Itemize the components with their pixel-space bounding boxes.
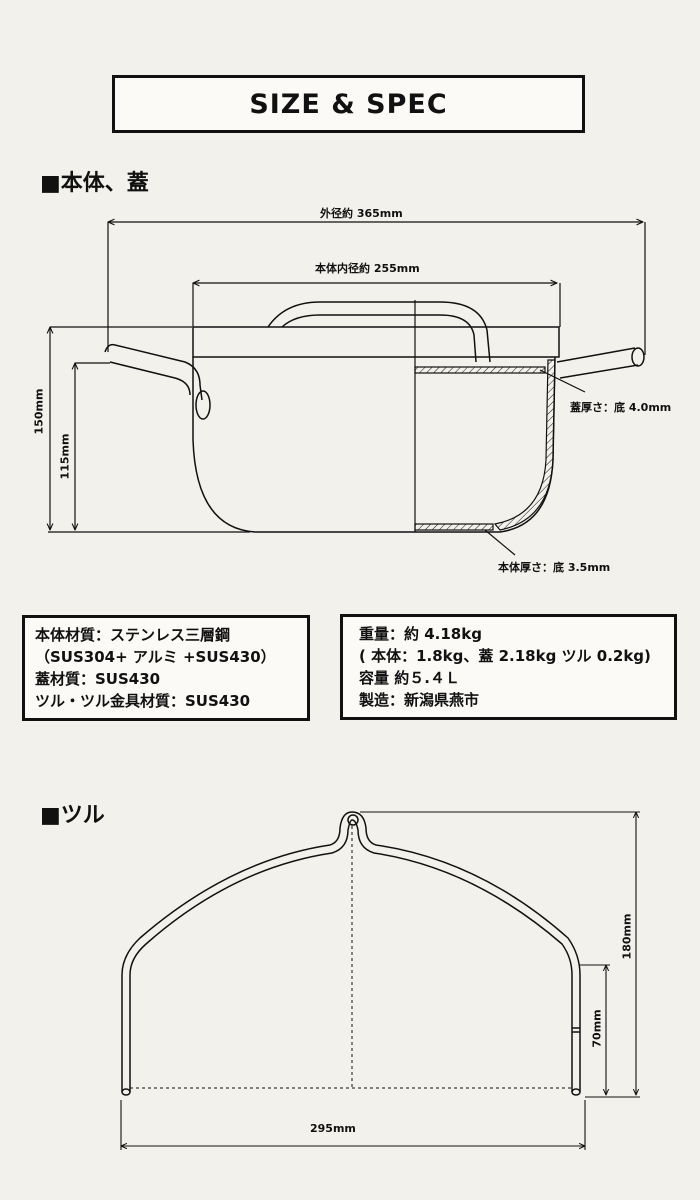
pot-diagram (48, 222, 646, 556)
body-thickness-label: 本体厚さ：底 3.5mm (498, 561, 611, 574)
outer-diameter-label: 外径約 365mm (320, 207, 403, 220)
spec-line: ( 本体：1.8kg、蓋 2.18kg ツル 0.2kg) (359, 647, 651, 665)
page-title: SIZE & SPEC (249, 88, 448, 120)
weight-spec-box: 重量：約 4.18kg ( 本体：1.8kg、蓋 2.18kg ツル 0.2kg… (340, 614, 677, 720)
spec-line: （SUS304+ アルミ +SUS430） (35, 648, 276, 666)
spec-line: 重量：約 4.18kg (359, 625, 482, 643)
spec-line: ツル・ツル金具材質：SUS430 (35, 692, 251, 710)
handle-diagram (121, 811, 640, 1150)
handle-section-heading: ■ツル (40, 803, 105, 828)
spec-line: 製造：新潟県燕市 (359, 691, 480, 709)
total-height-label: 150mm (32, 388, 46, 435)
title-box: SIZE & SPEC (112, 75, 585, 133)
handle-leg-label: 70mm (590, 1009, 604, 1048)
handle-width-label: 295mm (310, 1122, 356, 1135)
lid-thickness-label: 蓋厚さ：底 4.0mm (570, 401, 672, 414)
body-height-label: 115mm (58, 433, 72, 480)
spec-line: 蓋材質：SUS430 (35, 670, 161, 688)
spec-line: 容量 約５.４Ｌ (359, 669, 460, 687)
spec-line: 本体材質：ステンレス三層鋼 (35, 626, 231, 644)
body-section-heading: ■本体、蓋 (40, 171, 149, 196)
material-spec-box: 本体材質：ステンレス三層鋼 （SUS304+ アルミ +SUS430） 蓋材質：… (22, 615, 310, 721)
handle-height-label: 180mm (620, 913, 634, 960)
inner-diameter-label: 本体内径約 255mm (315, 262, 420, 275)
